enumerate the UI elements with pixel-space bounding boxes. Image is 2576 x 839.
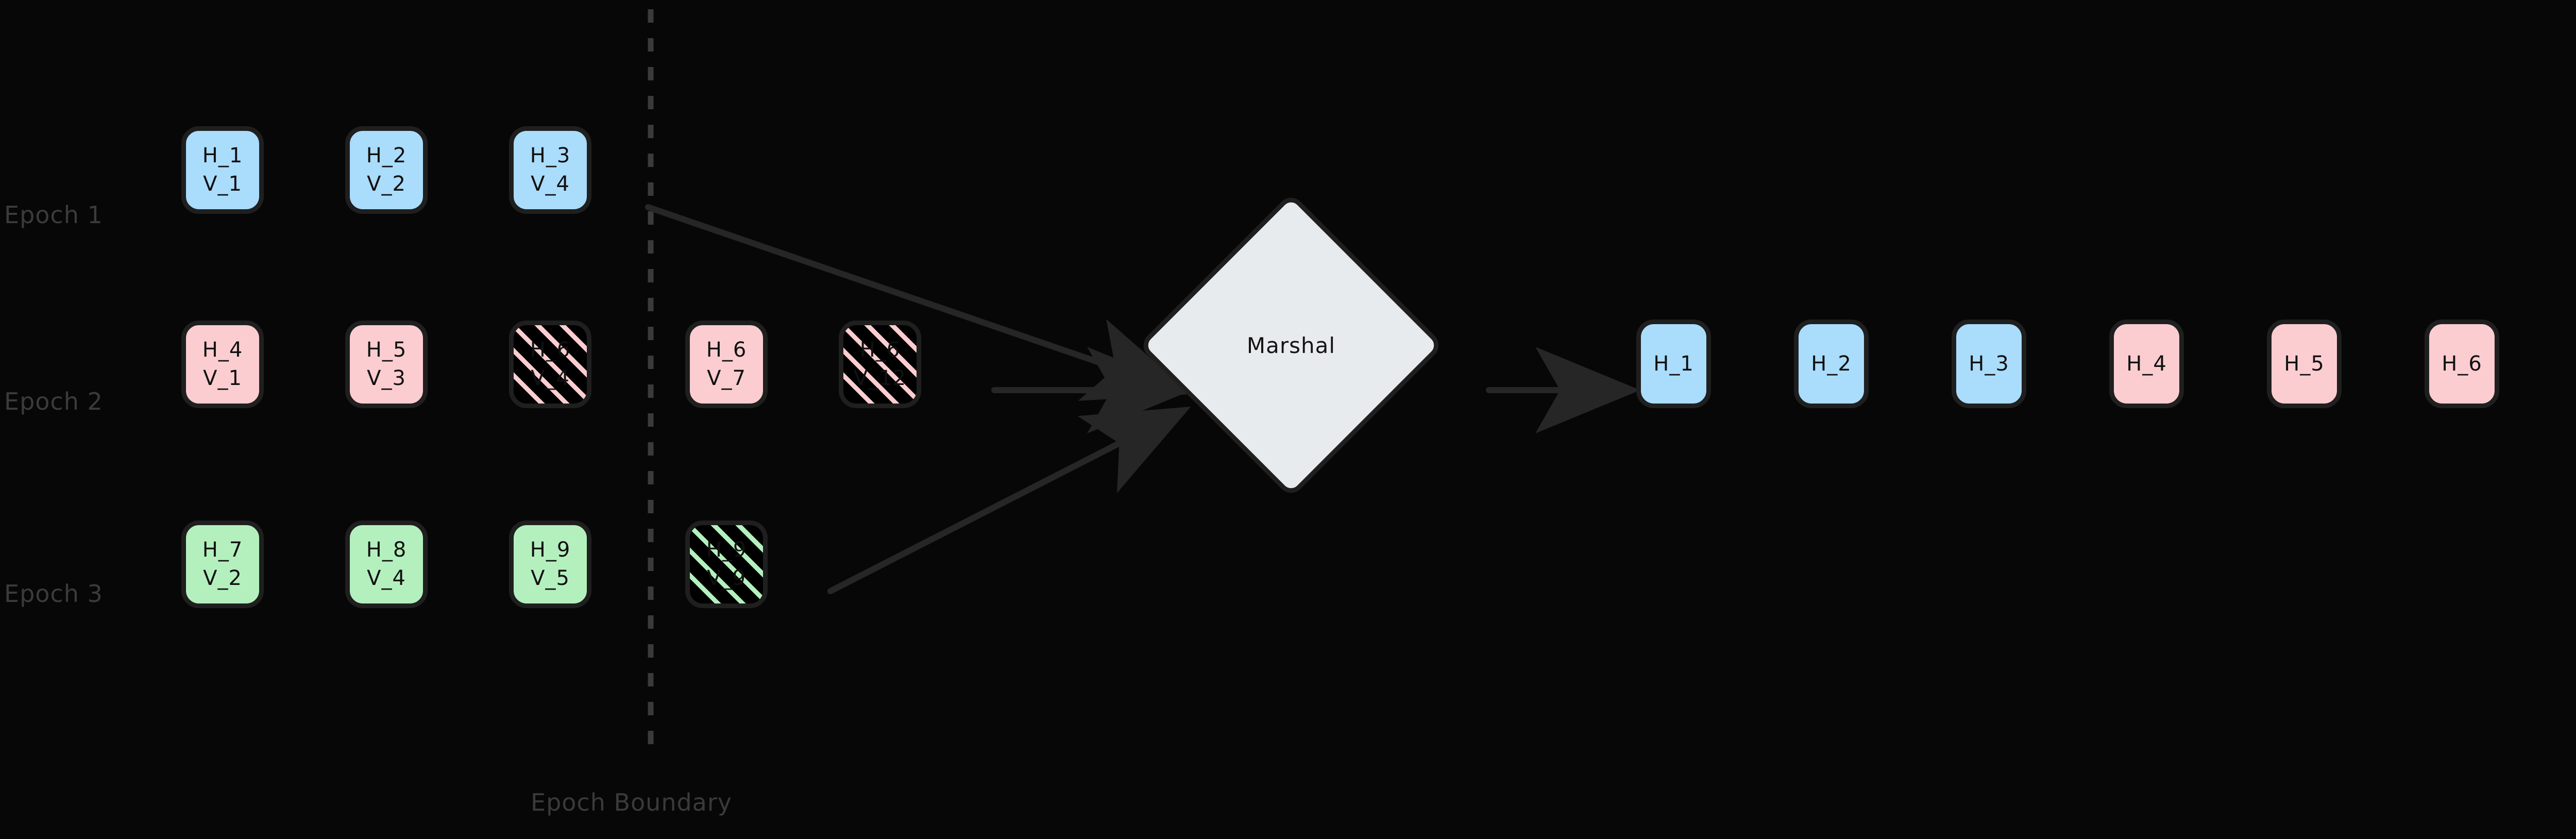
output-node-6[interactable]: H_6	[2425, 320, 2499, 408]
node-v-label: V_7	[707, 366, 746, 390]
epoch-label-3: Epoch 3	[4, 580, 103, 608]
node-v-label: V_3	[367, 366, 406, 390]
output-node-2[interactable]: H_2	[1794, 320, 1869, 408]
node-h-label: H_9	[530, 538, 571, 562]
epoch2-node-5-discarded[interactable]: H_6 V_12	[839, 321, 921, 408]
node-h-label: H_9	[706, 538, 747, 562]
epoch1-node-2[interactable]: H_2 V_2	[345, 126, 428, 214]
node-h-label: H_5	[366, 338, 407, 362]
node-v-label: V_4	[367, 566, 406, 590]
epoch3-node-4-discarded[interactable]: H_9 V_9	[685, 521, 768, 608]
node-h-label: H_1	[202, 143, 243, 167]
epoch-boundary-label: Epoch Boundary	[531, 788, 733, 816]
output-node-3[interactable]: H_3	[1952, 320, 2026, 408]
node-v-label: V_2	[203, 566, 242, 590]
output-node-label: H_2	[1811, 352, 1852, 376]
epoch2-node-3-discarded[interactable]: H_6 V_4	[509, 321, 591, 408]
node-h-label: H_4	[202, 338, 243, 362]
output-node-label: H_3	[1969, 352, 2009, 376]
node-v-label: V_1	[203, 366, 242, 390]
output-node-label: H_1	[1653, 352, 1694, 376]
epoch1-node-1[interactable]: H_1 V_1	[181, 126, 264, 214]
marshal-label: Marshal	[1246, 332, 1336, 358]
output-node-5[interactable]: H_5	[2267, 320, 2342, 408]
output-node-label: H_5	[2284, 352, 2325, 376]
epoch-label-2: Epoch 2	[4, 388, 103, 415]
output-node-label: H_6	[2442, 352, 2482, 376]
epoch2-node-2[interactable]: H_5 V_3	[345, 321, 428, 408]
node-v-label: V_4	[531, 172, 570, 196]
marshal-node[interactable]: Marshal	[1138, 192, 1444, 498]
epoch2-node-1[interactable]: H_4 V_1	[181, 321, 264, 408]
node-h-label: H_8	[366, 538, 407, 562]
node-h-label: H_6	[706, 338, 747, 362]
output-node-1[interactable]: H_1	[1636, 320, 1711, 408]
node-v-label: V_2	[367, 172, 406, 196]
node-v-label: V_4	[531, 366, 570, 390]
epoch3-node-3[interactable]: H_9 V_5	[509, 521, 591, 608]
arrow-epoch3-to-marshal	[827, 407, 1191, 594]
node-h-label: H_2	[366, 143, 407, 167]
output-node-4[interactable]: H_4	[2109, 320, 2184, 408]
epoch3-node-2[interactable]: H_8 V_4	[345, 521, 428, 608]
node-v-label: V_1	[203, 172, 242, 196]
epoch2-node-4[interactable]: H_6 V_7	[685, 321, 768, 408]
node-v-label: V_12	[853, 366, 907, 390]
node-v-label: V_9	[707, 566, 746, 590]
epoch3-node-1[interactable]: H_7 V_2	[181, 521, 264, 608]
node-v-label: V_5	[531, 566, 570, 590]
node-h-label: H_6	[859, 338, 901, 362]
node-h-label: H_3	[530, 143, 571, 167]
epoch1-node-3[interactable]: H_3 V_4	[509, 126, 591, 214]
epoch-label-1: Epoch 1	[4, 201, 103, 229]
output-node-label: H_4	[2126, 352, 2167, 376]
node-h-label: H_6	[530, 338, 571, 362]
node-h-label: H_7	[202, 538, 243, 562]
